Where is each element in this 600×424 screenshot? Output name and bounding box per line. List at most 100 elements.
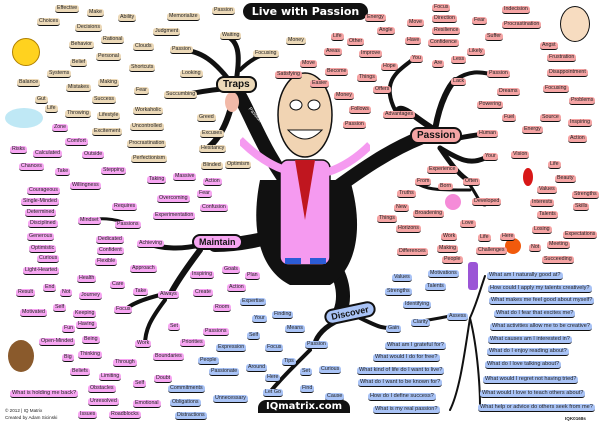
- passion-node[interactable]: Move: [300, 60, 317, 68]
- maintain-node[interactable]: Action: [227, 284, 246, 292]
- branch-traps[interactable]: Traps: [216, 76, 257, 93]
- traps-node[interactable]: Life: [45, 105, 58, 113]
- maintain-node[interactable]: Requires: [112, 203, 138, 211]
- maintain-node[interactable]: Health: [77, 275, 97, 283]
- traps-node[interactable]: Choices: [37, 18, 61, 26]
- maintain-node[interactable]: Passions: [203, 328, 229, 336]
- discover-node[interactable]: Cause: [325, 393, 345, 401]
- maintain-node[interactable]: Self: [133, 380, 147, 388]
- discover-node[interactable]: Set: [300, 368, 312, 376]
- discover-node[interactable]: Talents: [425, 283, 446, 291]
- discover-node[interactable]: Your: [252, 315, 267, 323]
- passion-node[interactable]: Vision: [511, 151, 530, 159]
- discover-node[interactable]: Distractions: [175, 412, 207, 420]
- passion-node[interactable]: Born: [438, 183, 454, 191]
- passion-node[interactable]: Work: [441, 233, 458, 241]
- traps-node[interactable]: Making: [98, 79, 120, 87]
- maintain-node[interactable]: Massive: [173, 173, 197, 181]
- passion-node[interactable]: Resilience: [432, 27, 461, 35]
- traps-node[interactable]: Personal: [96, 53, 121, 61]
- question-node[interactable]: What kind of life do I want to live?: [357, 367, 445, 375]
- passion-node[interactable]: Human: [477, 130, 499, 138]
- traps-node[interactable]: Clouds: [133, 43, 154, 51]
- passion-node[interactable]: You: [410, 55, 423, 63]
- passion-node[interactable]: Become: [325, 68, 349, 76]
- maintain-node[interactable]: Through: [113, 359, 137, 367]
- passion-node[interactable]: Angst: [540, 42, 558, 50]
- maintain-node[interactable]: Take: [133, 288, 149, 296]
- traps-node[interactable]: Workaholic: [133, 107, 164, 115]
- passion-node[interactable]: Differences: [397, 248, 428, 256]
- question-node[interactable]: What do I want to be known for?: [358, 379, 443, 387]
- discover-node[interactable]: Curious: [319, 366, 342, 374]
- passion-node[interactable]: From: [415, 178, 432, 186]
- maintain-node[interactable]: Thinking: [78, 351, 103, 359]
- traps-node[interactable]: Decisions: [75, 24, 102, 32]
- passion-node[interactable]: Procrastination: [502, 21, 542, 29]
- maintain-node[interactable]: Dedicated: [96, 236, 124, 244]
- traps-node[interactable]: Success: [92, 96, 117, 104]
- traps-node[interactable]: Balance: [17, 79, 41, 87]
- traps-node[interactable]: Memorialize: [167, 13, 200, 21]
- question-node[interactable]: What do I fear that excites me?: [494, 310, 576, 318]
- passion-node[interactable]: Energy: [522, 126, 543, 134]
- maintain-node[interactable]: Comfort: [65, 138, 88, 146]
- passion-node[interactable]: Areas: [324, 48, 342, 56]
- traps-node[interactable]: Mistakes: [66, 84, 91, 92]
- question-node[interactable]: What do I love talking about?: [485, 361, 562, 369]
- passion-node[interactable]: Beauty: [555, 175, 576, 183]
- passion-node[interactable]: Things: [357, 74, 377, 82]
- maintain-node[interactable]: Limiting: [99, 373, 122, 381]
- maintain-node[interactable]: Work: [135, 340, 152, 348]
- maintain-node[interactable]: Single-Minded: [21, 198, 59, 206]
- traps-node[interactable]: Focusing: [253, 50, 279, 58]
- maintain-node[interactable]: Journey: [79, 292, 102, 300]
- question-node[interactable]: What do I enjoy reading about?: [487, 348, 569, 356]
- question-node[interactable]: How do I define success?: [368, 393, 436, 401]
- passion-node[interactable]: Broadening: [413, 210, 445, 218]
- maintain-node[interactable]: Having: [76, 321, 97, 329]
- passion-node[interactable]: Experience: [427, 166, 458, 174]
- passion-node[interactable]: Dreams: [497, 88, 520, 96]
- discover-node[interactable]: Values: [392, 274, 412, 282]
- traps-node[interactable]: Passion: [170, 46, 193, 54]
- maintain-node[interactable]: Roadblocks: [109, 411, 141, 419]
- traps-node[interactable]: Shortcuts: [129, 64, 156, 72]
- maintain-node[interactable]: Chances: [19, 163, 44, 171]
- traps-node[interactable]: Uncontrolled: [130, 123, 164, 131]
- branch-passion[interactable]: Passion: [410, 127, 463, 144]
- passion-node[interactable]: Fear: [472, 17, 487, 25]
- passion-node[interactable]: Easier: [310, 80, 330, 88]
- passion-node[interactable]: Here: [500, 233, 516, 241]
- traps-node[interactable]: Make: [87, 9, 104, 17]
- maintain-node[interactable]: Overcoming: [157, 195, 190, 203]
- question-node[interactable]: How could I apply my talents creatively?: [488, 285, 592, 293]
- passion-node[interactable]: Confidence: [428, 39, 459, 47]
- question-node[interactable]: What help or advice do others seek from …: [478, 404, 595, 412]
- maintain-node[interactable]: Not: [60, 289, 73, 297]
- passion-node[interactable]: Strengths: [572, 191, 599, 199]
- maintain-node[interactable]: Optimistic: [29, 245, 57, 253]
- question-node[interactable]: What would I regret not having tried?: [483, 376, 579, 384]
- maintain-node[interactable]: Care: [110, 281, 126, 289]
- passion-node[interactable]: Succeeding: [542, 256, 574, 264]
- maintain-node[interactable]: Light-Hearted: [23, 267, 60, 275]
- question-node[interactable]: What is my real passion?: [373, 406, 440, 414]
- traps-node[interactable]: Procrastination: [127, 140, 167, 148]
- passion-node[interactable]: Horizons: [396, 225, 421, 233]
- passion-node[interactable]: Love: [460, 220, 476, 228]
- discover-node[interactable]: People: [198, 357, 219, 365]
- passion-node[interactable]: People: [442, 256, 463, 264]
- traps-node[interactable]: Waiting: [220, 32, 242, 40]
- maintain-node[interactable]: Keeping: [73, 310, 97, 318]
- question-node[interactable]: What would I love to teach others about?: [480, 390, 586, 398]
- discover-node[interactable]: Here: [265, 374, 281, 382]
- question-node[interactable]: What am I grateful for?: [385, 342, 446, 350]
- discover-node[interactable]: Assess: [447, 313, 469, 321]
- maintain-node[interactable]: Emotional: [133, 400, 161, 408]
- maintain-node[interactable]: End: [43, 284, 57, 292]
- passion-node[interactable]: Follows: [349, 106, 371, 114]
- passion-node[interactable]: Action: [568, 135, 587, 143]
- maintain-node[interactable]: Obstacles: [88, 385, 116, 393]
- passion-node[interactable]: Life: [548, 161, 561, 169]
